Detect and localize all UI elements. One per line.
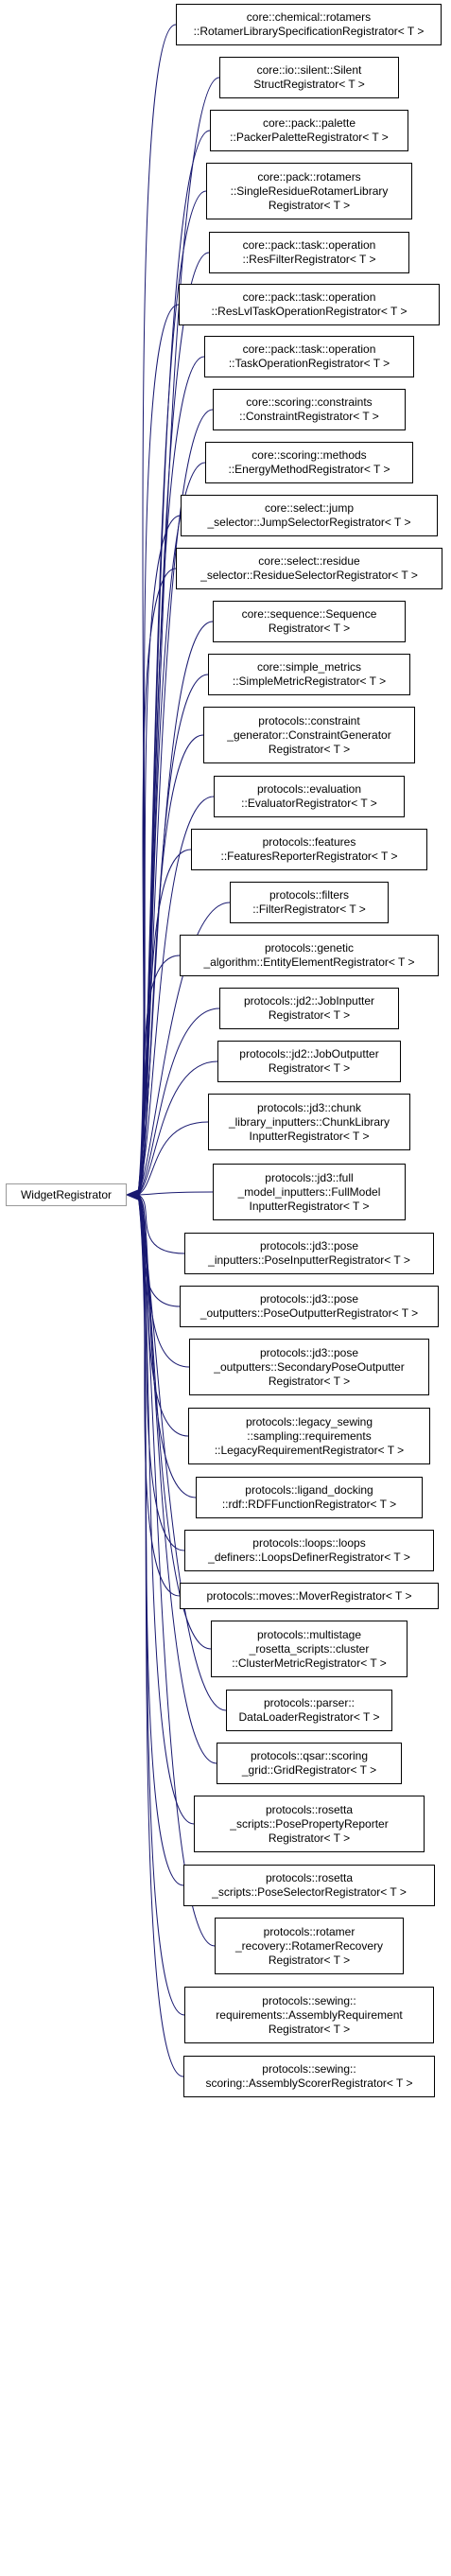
derived-class-node[interactable]: protocols::parser:: DataLoaderRegistrato… (226, 1690, 392, 1731)
derived-class-node[interactable]: protocols::constraint _generator::Constr… (203, 707, 415, 763)
derived-class-node[interactable]: core::pack::rotamers ::SingleResidueRota… (206, 163, 412, 219)
derived-class-node[interactable]: protocols::jd3::pose _outputters::PoseOu… (180, 1286, 439, 1327)
inheritance-edge (137, 1194, 217, 1764)
derived-class-node[interactable]: core::select::jump _selector::JumpSelect… (181, 495, 438, 536)
inheritance-edge (137, 1008, 220, 1196)
derived-class-node[interactable]: protocols::features ::FeaturesReporterRe… (191, 829, 427, 870)
derived-class-node[interactable]: core::select::residue _selector::Residue… (176, 548, 442, 589)
derived-class-node[interactable]: core::pack::task::operation ::TaskOperat… (204, 336, 414, 377)
derived-class-node[interactable]: protocols::genetic _algorithm::EntityEle… (180, 935, 439, 976)
inheritance-edge (137, 1194, 184, 1886)
inheritance-edge (137, 1194, 185, 1254)
inheritance-edge (137, 568, 177, 1196)
inheritance-edge (137, 1121, 209, 1196)
inheritance-edge (137, 1194, 184, 2077)
derived-class-node[interactable]: core::pack::palette ::PackerPaletteRegis… (210, 110, 408, 151)
inheritance-arrowhead (125, 1189, 139, 1200)
inheritance-edge (137, 955, 181, 1196)
derived-class-node[interactable]: protocols::qsar::scoring _grid::GridRegi… (217, 1743, 402, 1784)
derived-class-node[interactable]: protocols::rotamer _recovery::RotamerRec… (215, 1918, 404, 1974)
derived-class-node[interactable]: protocols::ligand_docking ::rdf::RDFFunc… (196, 1477, 423, 1518)
derived-class-node[interactable]: core::chemical::rotamers ::RotamerLibrar… (176, 4, 442, 45)
derived-class-node[interactable]: core::pack::task::operation ::ResFilterR… (209, 232, 409, 273)
derived-class-node[interactable]: core::scoring::constraints ::ConstraintR… (213, 389, 406, 430)
base-class-node[interactable]: WidgetRegistrator (6, 1183, 127, 1206)
derived-class-node[interactable]: protocols::sewing:: scoring::AssemblySco… (183, 2056, 435, 2097)
derived-class-node[interactable]: core::pack::task::operation ::ResLvlTask… (179, 284, 440, 325)
derived-class-node[interactable]: protocols::jd3::pose _inputters::PoseInp… (184, 1233, 434, 1274)
derived-class-node[interactable]: protocols::jd3::full _model_inputters::F… (213, 1164, 406, 1220)
derived-class-node[interactable]: protocols::moves::MoverRegistrator< T > (180, 1583, 439, 1609)
derived-class-node[interactable]: core::scoring::methods ::EnergyMethodReg… (205, 442, 413, 483)
inheritance-edge (137, 902, 231, 1196)
inheritance-edge (137, 1194, 216, 1947)
derived-class-node[interactable]: protocols::jd2::JobInputter Registrator<… (219, 988, 399, 1029)
derived-class-node[interactable]: protocols::rosetta _scripts::PoseSelecto… (183, 1865, 435, 1906)
derived-class-node[interactable]: core::simple_metrics ::SimpleMetricRegis… (208, 654, 410, 695)
derived-class-node[interactable]: protocols::jd3::chunk _library_inputters… (208, 1094, 410, 1150)
derived-class-node[interactable]: protocols::filters ::FilterRegistrator< … (230, 882, 389, 923)
derived-class-node[interactable]: protocols::sewing:: requirements::Assemb… (184, 1987, 434, 2043)
derived-class-node[interactable]: protocols::legacy_sewing ::sampling::req… (188, 1408, 430, 1464)
derived-class-node[interactable]: protocols::rosetta _scripts::PosePropert… (194, 1796, 425, 1852)
inheritance-edge (137, 1191, 214, 1196)
derived-class-node[interactable]: protocols::loops::loops _definers::Loops… (184, 1530, 434, 1571)
derived-class-node[interactable]: core::io::silent::Silent StructRegistrat… (219, 57, 399, 98)
inheritance-edge (137, 796, 215, 1196)
derived-class-node[interactable]: protocols::evaluation ::EvaluatorRegistr… (214, 776, 405, 817)
derived-class-node[interactable]: protocols::jd3::pose _outputters::Second… (189, 1339, 429, 1395)
derived-class-node[interactable]: protocols::jd2::JobOutputter Registrator… (217, 1041, 401, 1082)
inheritance-edge (137, 24, 177, 1196)
inheritance-edge (137, 1194, 227, 1711)
inheritance-edge (137, 1060, 218, 1196)
derived-class-node[interactable]: protocols::multistage _rosetta_scripts::… (211, 1621, 408, 1677)
derived-class-node[interactable]: core::sequence::Sequence Registrator< T … (213, 601, 406, 642)
